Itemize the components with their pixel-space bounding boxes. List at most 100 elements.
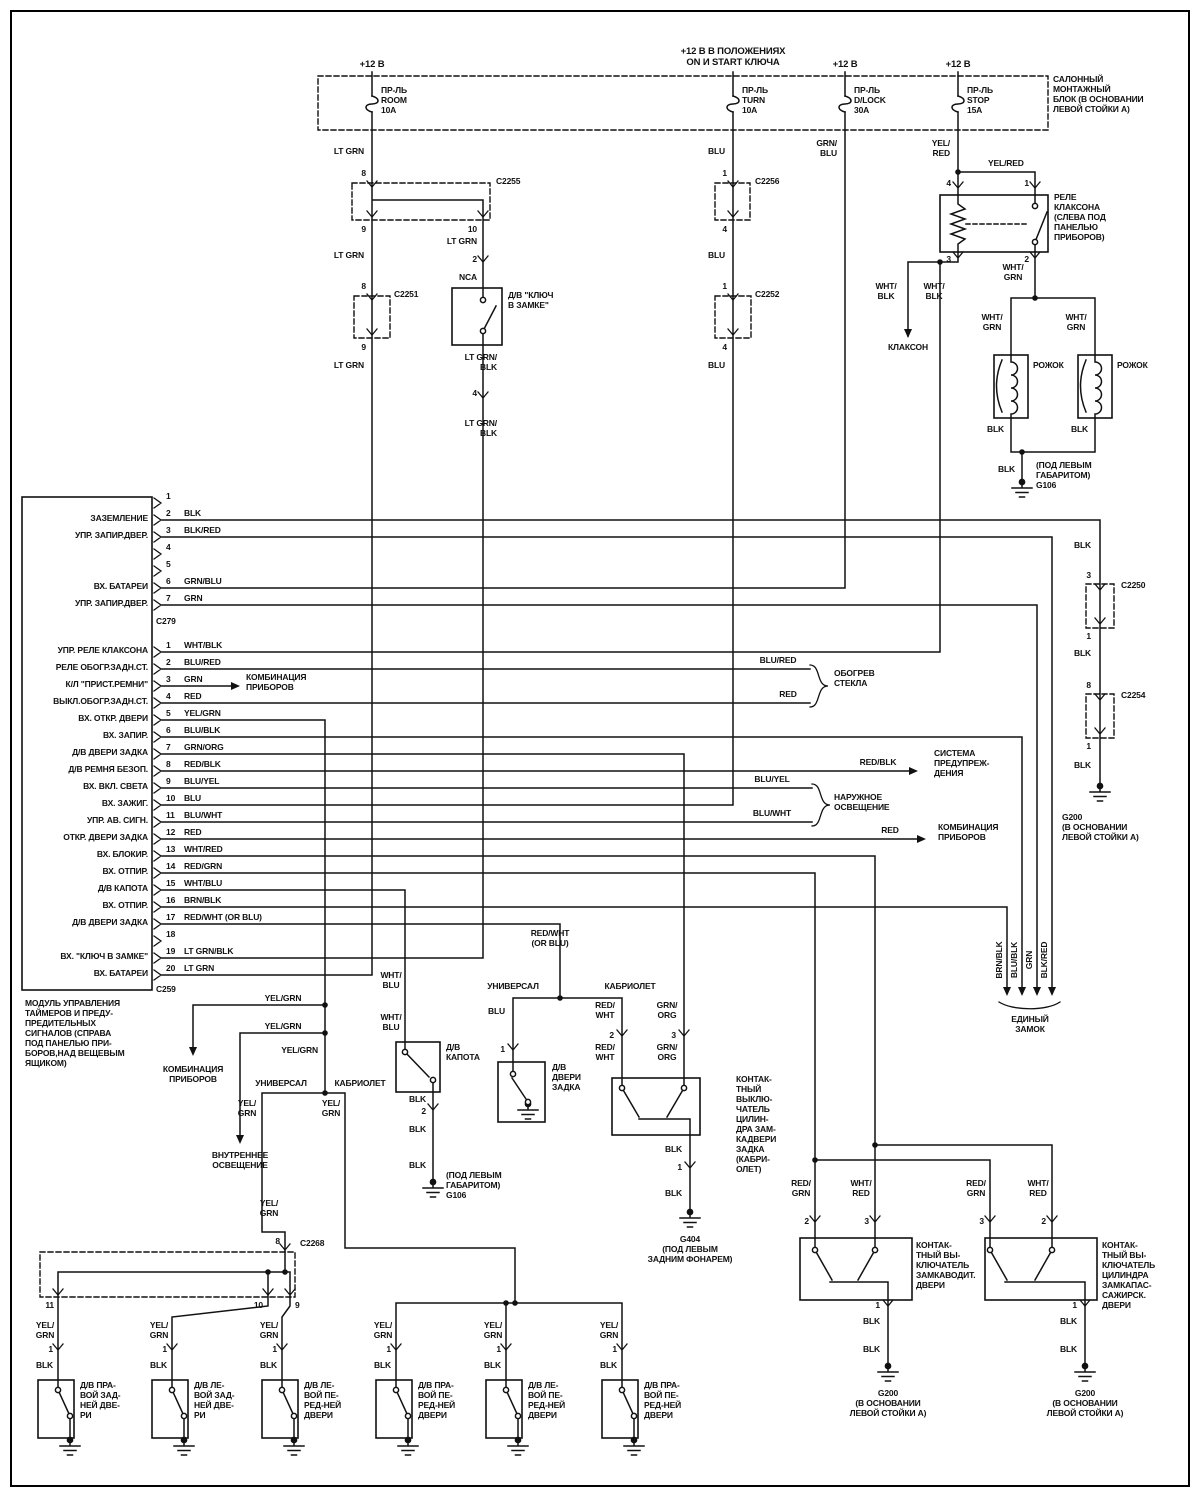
module-pin-label: ВХ. ОТКР. ДВЕРИ [78, 713, 148, 723]
connector-c2256 [714, 182, 751, 221]
wire-color-label: YEL/ GRN [237, 1098, 257, 1119]
connector-c2252 [714, 295, 752, 339]
arrowhead-icon [189, 329, 1056, 1144]
ground-label: G200 (В ОСНОВАНИИ ЛЕВОЙ СТОЙКИ А) [1062, 812, 1139, 843]
door-switch-box [375, 1379, 413, 1439]
module-pin-label: ВХ. БЛОКИР. [96, 849, 148, 859]
module-pin-color: WHT/BLU [184, 878, 223, 888]
connector-pin-icon [52, 180, 1106, 1352]
wire-color-label: YEL/ GRN [599, 1320, 619, 1341]
pin-number: NCA [459, 272, 477, 282]
module-pin-color: BLU/YEL [184, 776, 220, 786]
pin-number: 4 [722, 342, 727, 352]
module-pin-label: ВХ. БАТАРЕИ [93, 968, 148, 978]
door-switch-box [151, 1379, 189, 1439]
door-switch-box [261, 1379, 299, 1439]
wire-color-label: BLK [599, 1360, 617, 1370]
connector-label: C2252 [755, 289, 780, 299]
wire-color-label: LT GRN [333, 146, 364, 156]
wire-color-label: LT GRN [446, 236, 477, 246]
pin-number: 3 [166, 674, 171, 684]
module-pin-label: ВХ. ЗАЖИГ. [101, 798, 148, 808]
wire-color-label: BLK [862, 1344, 880, 1354]
module-pin-label: РЕЛЕ ОБОГР.ЗАДН.СТ. [55, 662, 148, 672]
pin-number: 2 [609, 1030, 614, 1040]
pin-number: 1 [677, 1162, 682, 1172]
pin-number: 1 [272, 1344, 277, 1354]
pin-number: 19 [166, 946, 176, 956]
pin-number: 17 [166, 912, 176, 922]
wire-color-label: LT GRN [333, 360, 364, 370]
pin-number: 8 [361, 168, 366, 178]
tailgate-switch-box [497, 1061, 546, 1123]
connector-label: C2255 [496, 176, 521, 186]
wire [57, 71, 1101, 1441]
pin-number: 2 [166, 657, 171, 667]
pin-number: 11 [45, 1300, 54, 1310]
module-pin-label: ВХ. ЗАПИР. [102, 730, 148, 740]
module-pin-color: RED/WHT (OR BLU) [184, 912, 262, 922]
module-pin-color: BRN/BLK [184, 895, 222, 905]
wire-color-label: BLU/WHT [752, 808, 792, 818]
brace [809, 664, 1061, 1010]
junction-dot [265, 169, 1038, 1306]
module-pin-color: RED/GRN [184, 861, 223, 871]
branch-label: УНИВЕРСАЛ [255, 1078, 307, 1088]
horn-box [1077, 354, 1113, 419]
component-label: ЕДИНЫЙ ЗАМОК [1011, 1014, 1049, 1035]
connector-c2268 [39, 1251, 296, 1298]
wire-color-label: YEL/GRN [264, 1021, 302, 1031]
component-label: СИСТЕМА ПРЕДУПРЕЖ- ДЕНИЯ [934, 748, 990, 779]
door-switch-box [37, 1379, 75, 1439]
wire-color-label: YEL/RED [988, 158, 1024, 168]
wire-color-label: RED [881, 825, 899, 835]
fuse-icon [365, 95, 965, 113]
module-pin-color: GRN/ORG [184, 742, 224, 752]
module-pin-color: BLU [184, 793, 202, 803]
pin-number: 4 [722, 224, 727, 234]
component-label: НАРУЖНОЕ ОСВЕЩЕНИЕ [834, 792, 890, 813]
module-pin-label: К/Л "ПРИСТ.РЕМНИ" [65, 679, 149, 689]
component-label: РОЖОК [1033, 360, 1064, 370]
module-pin-color: BLU/WHT [184, 810, 223, 820]
component-label: Д/В ЛЕ- ВОЙ ПЕ- РЕД-НЕЙ ДВЕРИ [304, 1380, 342, 1421]
wire-color-label: WHT/ GRN [1002, 262, 1024, 283]
pin-number: 20 [166, 963, 176, 973]
component-label: Д/В ЛЕ- ВОЙ ПЕ- РЕД-НЕЙ ДВЕРИ [528, 1380, 566, 1421]
connector-label: C279 [156, 616, 176, 626]
wire-color-label: LT GRN/ BLK [464, 418, 497, 439]
wire-color-label: BLK [408, 1160, 426, 1170]
module-pin-label: Д/В ДВЕРИ ЗАДКА [72, 747, 148, 757]
wire-color-label: RED/BLK [859, 757, 897, 767]
wire-color-label: RED/ WHT [595, 1000, 615, 1021]
pin-number: 1 [166, 640, 171, 650]
door-switch-box [485, 1379, 523, 1439]
wire-color-label: BLK [408, 1124, 426, 1134]
power-label: +12 В [359, 59, 385, 70]
component-label: КОНТАК- ТНЫЙ ВЫ- КЛЮЧАТЕЛЬ ЦИЛИНДРА ЗАМК… [1102, 1240, 1156, 1311]
horn-box [993, 354, 1029, 419]
pin-number: 5 [166, 559, 171, 569]
wire-color-label: WHT/ RED [850, 1178, 872, 1199]
pin-number: 6 [166, 576, 171, 586]
component-label: Д/В "КЛЮЧ В ЗАМКЕ" [508, 290, 554, 311]
wire-color-label: RED/ GRN [791, 1178, 811, 1199]
wire-color-label: BLK [1073, 760, 1091, 770]
module-pin-color: YEL/GRN [184, 708, 221, 718]
wire-color-label: BLK [259, 1360, 277, 1370]
pin-number: 3 [979, 1216, 984, 1226]
component-label: Д/В ПРА- ВОЙ ПЕ- РЕД-НЕЙ ДВЕРИ [644, 1380, 682, 1421]
wire-color-label: YEL/GRN [281, 1045, 318, 1055]
module-pin-color: LT GRN [184, 963, 215, 973]
component-label: КОМБИНАЦИЯ ПРИБОРОВ [938, 822, 999, 843]
pin-number: 9 [361, 224, 366, 234]
fuse-box [317, 75, 1049, 131]
ground-label: (ПОД ЛЕВЫМ ГАБАРИТОМ) G106 [1036, 460, 1092, 491]
wire-color-label: YEL/ GRN [321, 1098, 341, 1119]
wire-color-label: YEL/ GRN [373, 1320, 393, 1341]
wire-color-label: YEL/GRN [264, 993, 302, 1003]
pin-number: 1 [612, 1344, 617, 1354]
wire-color-label: YEL/ RED [931, 138, 950, 159]
pin-number: 10 [253, 1300, 263, 1310]
